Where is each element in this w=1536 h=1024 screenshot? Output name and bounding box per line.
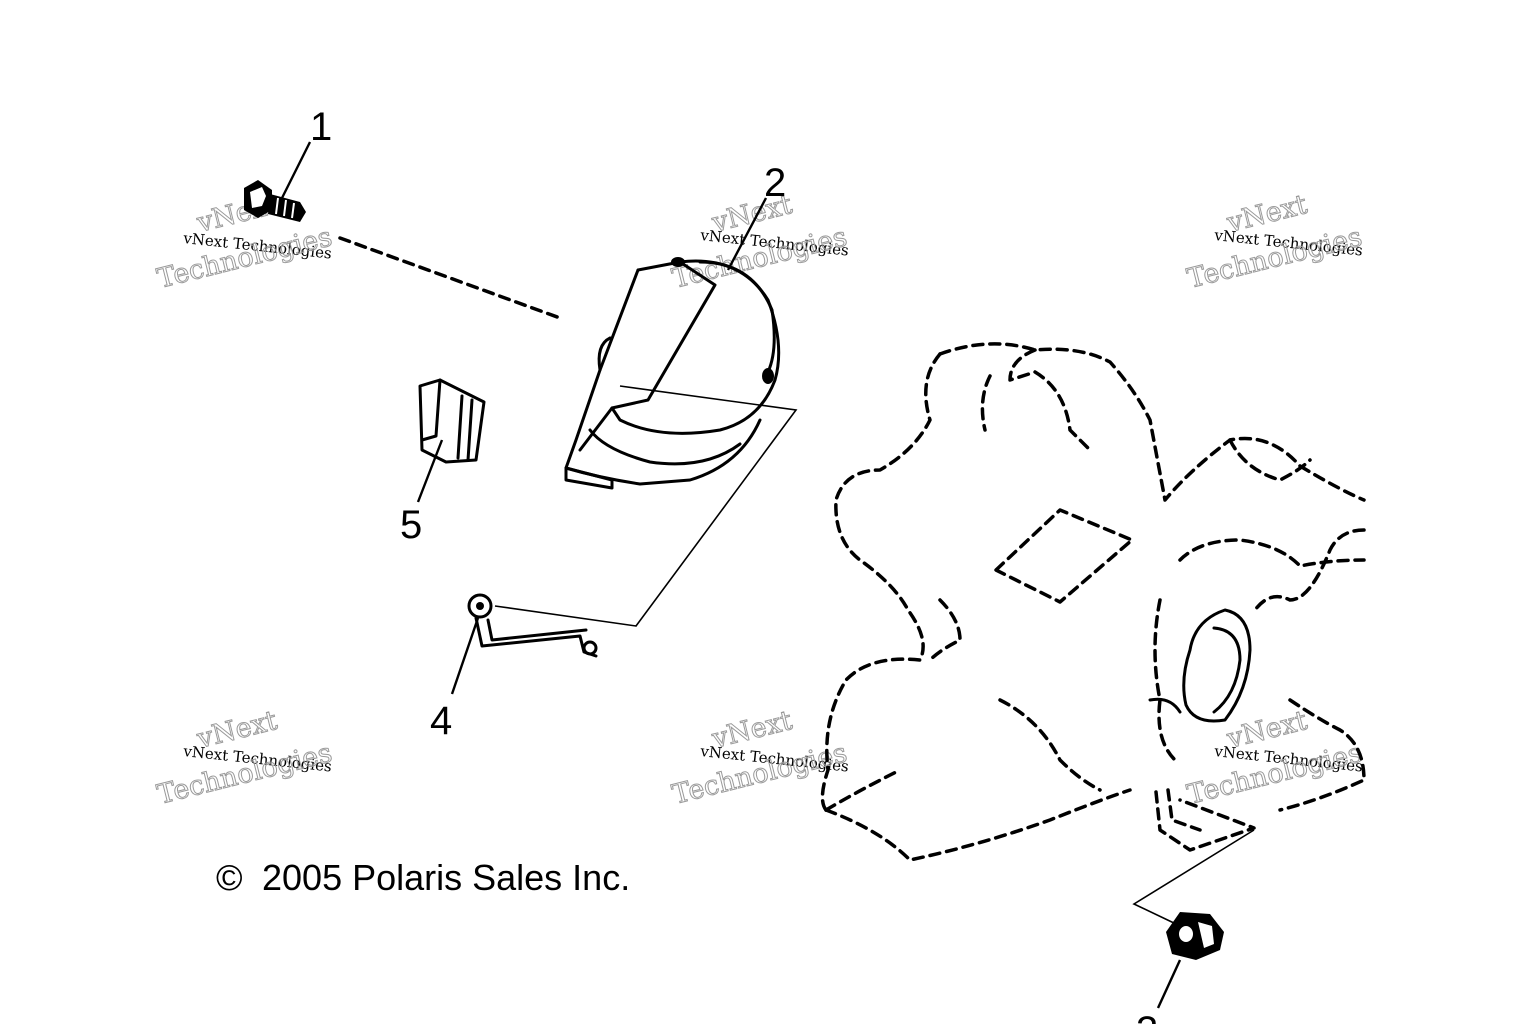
callout-2: 2 — [764, 161, 786, 205]
leader-5 — [416, 439, 444, 503]
callout-4: 4 — [430, 699, 452, 743]
bolt-alignment-line — [338, 236, 562, 320]
engine-window — [994, 508, 1134, 604]
nut-part-3 — [1166, 912, 1224, 960]
callout-5: 5 — [400, 503, 422, 547]
bolt-part-1 — [244, 180, 306, 222]
copyright-symbol: © — [216, 857, 243, 898]
watermark-technologies-text: Technologies — [154, 221, 335, 294]
guard-to-clip-line — [494, 385, 798, 627]
watermark-top-right: vNext Technologies vNext Technologies — [1184, 189, 1366, 296]
nut-alignment-line — [1132, 829, 1255, 925]
engine-housing — [820, 342, 1366, 862]
leader-3 — [1156, 959, 1182, 1009]
leader-1 — [280, 141, 312, 199]
leader-2 — [726, 197, 768, 271]
watermark-bottom-left: vNext Technologies vNext Technologies — [154, 705, 336, 812]
wire-clip-part-4 — [467, 593, 598, 658]
guard-part-2 — [564, 257, 781, 490]
copyright-text: 2005 Polaris Sales Inc. — [262, 857, 630, 898]
bracket-part-5 — [418, 378, 486, 464]
leader-4 — [450, 617, 480, 695]
callout-3: 3 — [1136, 1009, 1158, 1024]
engine-port — [1182, 608, 1252, 723]
watermark-top-center: vNext Technologies vNext Technologies — [669, 189, 851, 296]
callout-1: 1 — [310, 105, 332, 149]
